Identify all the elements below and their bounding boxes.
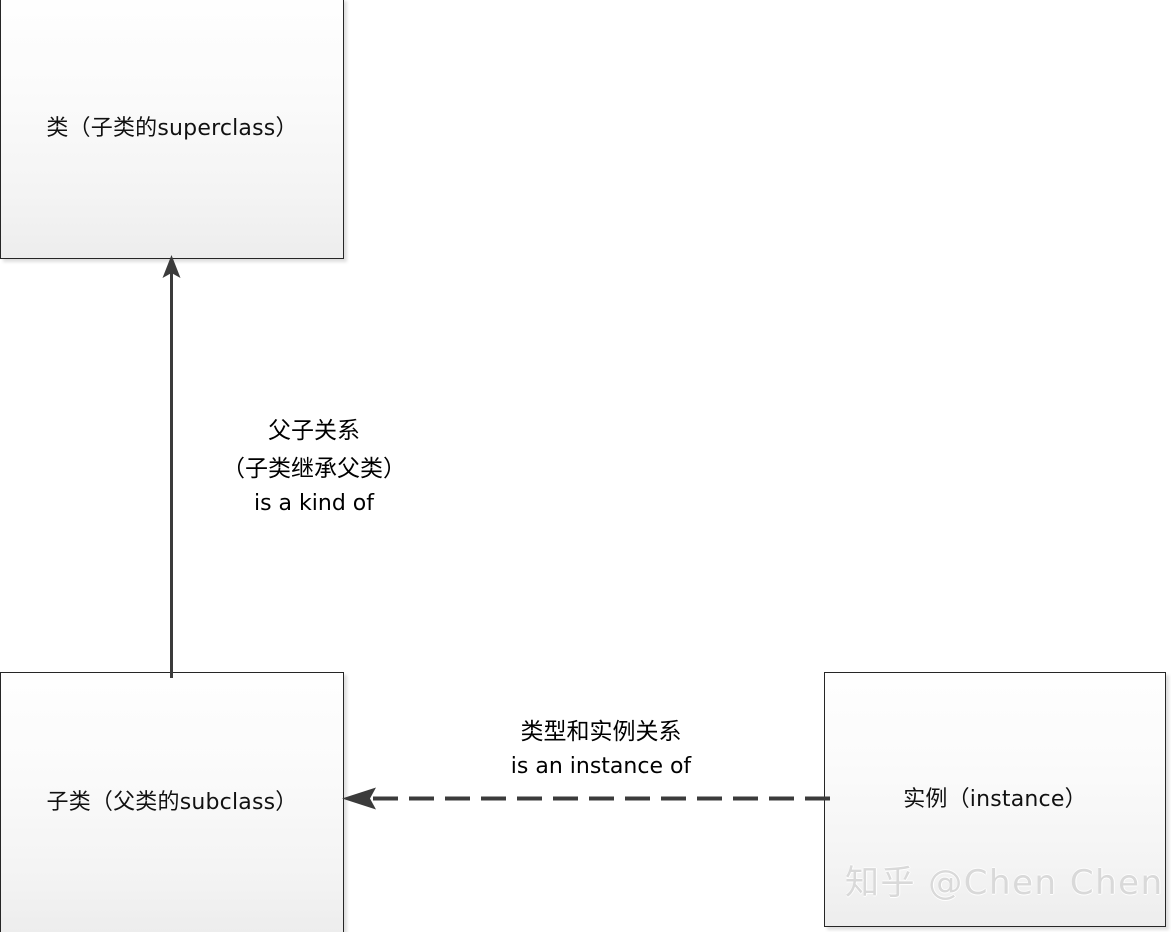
- edge-instance-of-label-line-2: is an instance of: [510, 754, 692, 779]
- edge-inheritance-label-line-1: 父子关系: [268, 418, 360, 444]
- node-instance[interactable]: 实例（instance）: [824, 672, 1166, 927]
- node-superclass-label: 类（子类的superclass）: [46, 115, 298, 141]
- node-subclass-label: 子类（父类的subclass）: [46, 790, 298, 816]
- edge-instance-of-label: 类型和实例关系 is an instance of: [470, 713, 732, 783]
- edge-inheritance-arrow[interactable]: [160, 250, 184, 678]
- edge-inheritance-arrowhead: [162, 255, 181, 278]
- node-instance-label: 实例（instance）: [903, 786, 1087, 812]
- node-superclass[interactable]: 类（子类的superclass）: [0, 0, 344, 259]
- edge-instance-of-label-line-1: 类型和实例关系: [520, 719, 682, 745]
- edge-inheritance-label-line-2: （子类继承父类）: [222, 456, 406, 482]
- edge-inheritance-label: 父子关系 （子类继承父类） is a kind of: [183, 412, 445, 520]
- edge-inheritance-label-line-3: is a kind of: [253, 491, 374, 516]
- edge-instance-of-arrow[interactable]: [336, 786, 830, 812]
- node-subclass[interactable]: 子类（父类的subclass）: [0, 672, 344, 932]
- edge-instance-of-arrowhead: [342, 787, 376, 810]
